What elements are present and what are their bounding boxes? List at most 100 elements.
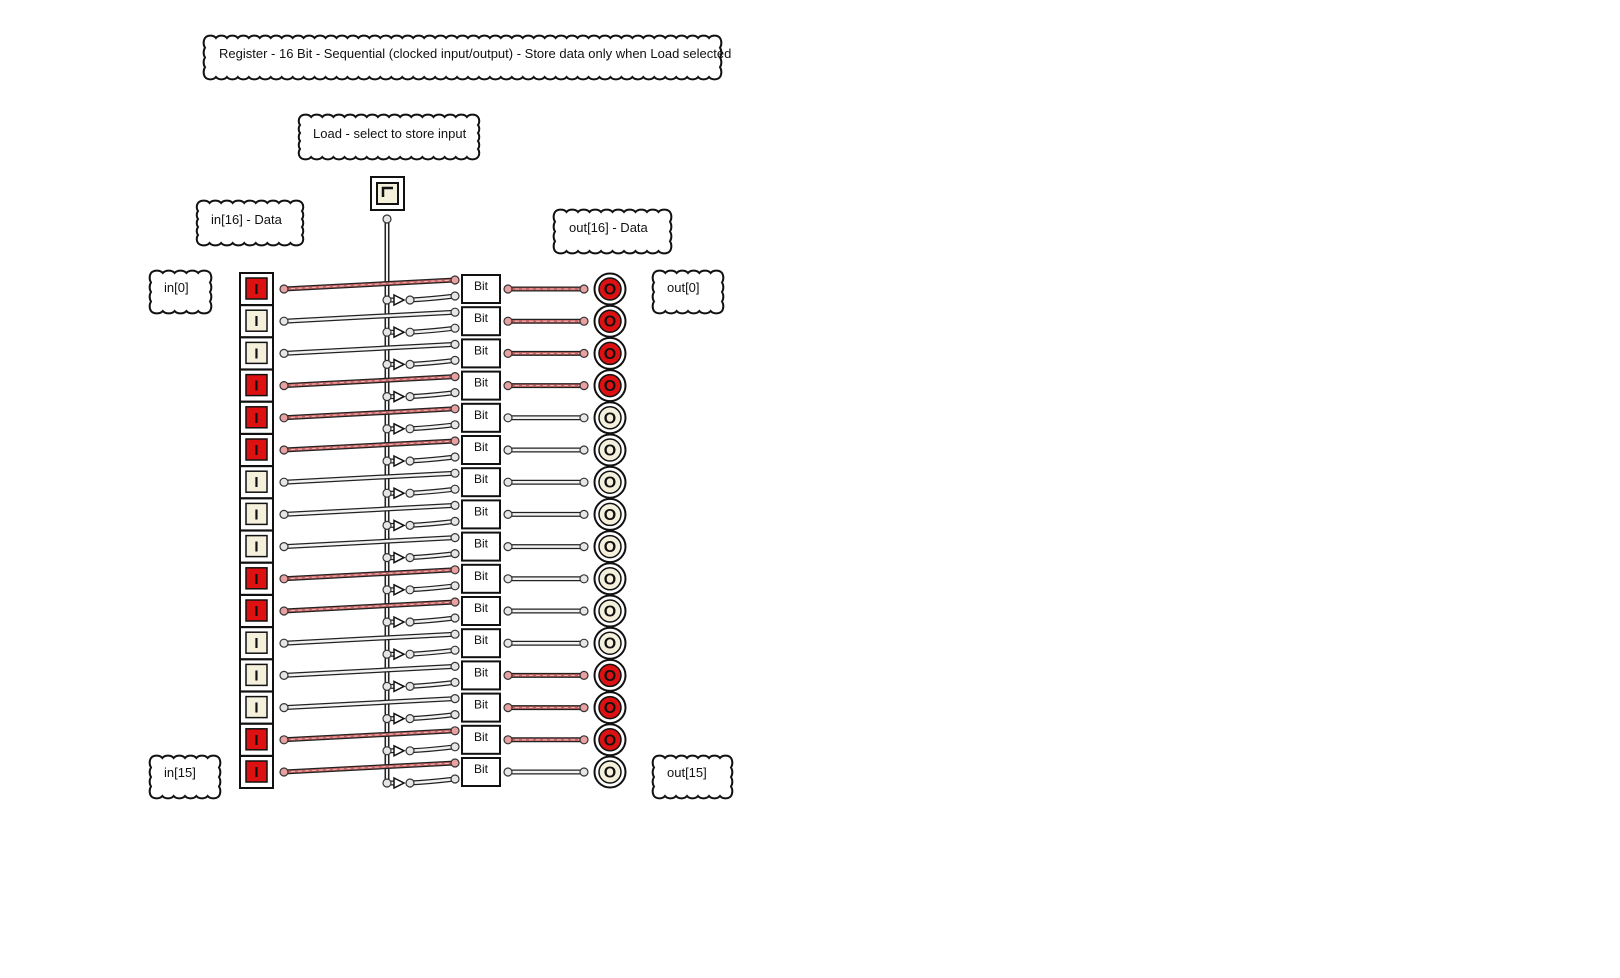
bit-load-pin-11 — [450, 645, 460, 655]
output-lamp-glyph-0: O — [604, 282, 616, 299]
bit-chip-5[interactable]: Bit — [461, 435, 501, 465]
input-switch-face-5[interactable] — [245, 438, 268, 461]
bit-chip-body-11 — [461, 628, 501, 659]
out-data-note-cloud — [552, 208, 673, 255]
lamp-pin-14 — [579, 735, 589, 745]
input-switch-11[interactable]: I — [239, 626, 274, 661]
bit-chip-4[interactable]: Bit — [461, 402, 501, 433]
output-lamp-4: O — [593, 401, 627, 435]
input-pin-6 — [279, 477, 289, 487]
load-bus-tap-12 — [382, 681, 392, 692]
input-switch-face-3[interactable] — [245, 373, 268, 397]
bit-chip-11[interactable]: Bit — [461, 628, 501, 659]
input-switch-face-12[interactable] — [245, 663, 268, 687]
output-lamp-glyph-1: O — [604, 314, 616, 331]
bit-chip-15[interactable]: Bit — [461, 757, 501, 787]
data-wire-15-signal — [283, 762, 456, 773]
input-switch-face-0[interactable] — [245, 277, 268, 300]
lamp-pin-13 — [579, 702, 589, 713]
bit-chip-7[interactable]: Bit — [461, 499, 501, 530]
bit-chip-body-12 — [461, 660, 501, 691]
inverter-15 — [393, 776, 406, 790]
title-note-cloud — [202, 34, 723, 81]
bit-chip-14[interactable]: Bit — [461, 724, 501, 755]
bit-out-pin-9 — [503, 574, 513, 584]
bit-chip-label-12: Bit — [474, 665, 489, 679]
input-switch-face-7[interactable] — [245, 502, 268, 526]
input-switch-face-9[interactable] — [245, 567, 268, 590]
bit-chip-13[interactable]: Bit — [461, 692, 501, 723]
input-switch-2[interactable]: I — [239, 336, 274, 371]
bit-in-pin-0 — [450, 275, 460, 285]
bit-chip-8[interactable]: Bit — [461, 531, 501, 562]
input-switch-6[interactable]: I — [239, 465, 274, 500]
input-switch-8[interactable]: I — [239, 529, 274, 564]
output-lamp-8: O — [593, 530, 627, 564]
output-lamp-glyph-8: O — [604, 539, 616, 556]
output-lamp-face-5 — [598, 438, 622, 462]
input-switch-face-11[interactable] — [245, 631, 268, 654]
input-switch-4[interactable]: I — [239, 400, 274, 435]
input-switch-0[interactable]: I — [239, 272, 274, 306]
output-lamp-5: O — [593, 433, 627, 467]
bit-in-pin-7 — [450, 500, 460, 510]
input-switch-13[interactable]: I — [239, 690, 274, 725]
input-switch-10[interactable]: I — [239, 594, 274, 628]
load-bus-tap-14 — [382, 746, 392, 756]
data-wire-11 — [282, 632, 457, 645]
input-switch-face-4[interactable] — [245, 406, 268, 429]
input-switch-face-14[interactable] — [245, 728, 268, 751]
bit-chip-3[interactable]: Bit — [461, 370, 501, 401]
load-switch[interactable] — [370, 176, 405, 211]
input-switch-face-15[interactable] — [245, 760, 268, 783]
input-switch-15[interactable]: I — [239, 755, 274, 789]
data-wire-12 — [282, 665, 457, 677]
bit-chip-0[interactable]: Bit — [461, 274, 501, 304]
bit-chip-9[interactable]: Bit — [461, 563, 501, 594]
input-pin-10 — [279, 606, 289, 616]
input-switch-5[interactable]: I — [239, 433, 274, 467]
bit-chip-10[interactable]: Bit — [461, 596, 501, 626]
bit-chip-1[interactable]: Bit — [461, 306, 501, 337]
bit-chip-2[interactable]: Bit — [461, 338, 501, 369]
bit-load-pin-9 — [450, 581, 460, 591]
input-switch-9[interactable]: I — [239, 561, 274, 596]
load-switch-face[interactable] — [376, 182, 399, 205]
input-switch-face-8[interactable] — [245, 534, 268, 558]
input-switch-face-1[interactable] — [245, 309, 268, 332]
lamp-pin-3 — [579, 381, 589, 391]
output-lamp-face-12 — [598, 663, 622, 688]
input-switch-3[interactable]: I — [239, 368, 274, 403]
input-switch-face-13[interactable] — [245, 695, 268, 719]
input-switch-12[interactable]: I — [239, 658, 274, 693]
input-switch-1[interactable]: I — [239, 304, 274, 339]
load-bus-tap-0 — [382, 295, 392, 305]
out-data-note-text: out[16] - Data — [569, 220, 649, 235]
inverter-out-pin-2 — [405, 359, 415, 369]
output-lamp-face-8 — [598, 534, 622, 559]
input-switch-face-10[interactable] — [245, 599, 268, 622]
bit-in-pin-6 — [450, 468, 460, 478]
out-first-note: out[0] — [651, 269, 725, 315]
bit-chip-label-1: Bit — [474, 311, 489, 325]
bit-chip-6[interactable]: Bit — [461, 467, 501, 498]
output-lamp-glyph-7: O — [604, 507, 616, 524]
input-switch-14[interactable]: I — [239, 722, 274, 757]
inverter-11 — [393, 647, 406, 661]
bit-load-pin-1 — [450, 323, 460, 333]
inverter-13 — [393, 712, 406, 725]
input-switch-7[interactable]: I — [239, 497, 274, 532]
bit-in-pin-15 — [450, 758, 460, 768]
output-lamp-face-14 — [598, 728, 622, 752]
input-switch-glyph-11: I — [254, 635, 258, 652]
inverter-6 — [393, 486, 406, 500]
out-last-note: out[15] — [651, 754, 734, 800]
bit-chip-12[interactable]: Bit — [461, 660, 501, 691]
bit-out-pin-15 — [503, 767, 513, 777]
bit-chip-body-7 — [461, 499, 501, 530]
in-last-note-text: in[15] — [164, 765, 196, 780]
input-switch-face-2[interactable] — [245, 341, 268, 365]
output-lamp-11: O — [593, 626, 627, 660]
input-switch-face-6[interactable] — [245, 470, 268, 493]
